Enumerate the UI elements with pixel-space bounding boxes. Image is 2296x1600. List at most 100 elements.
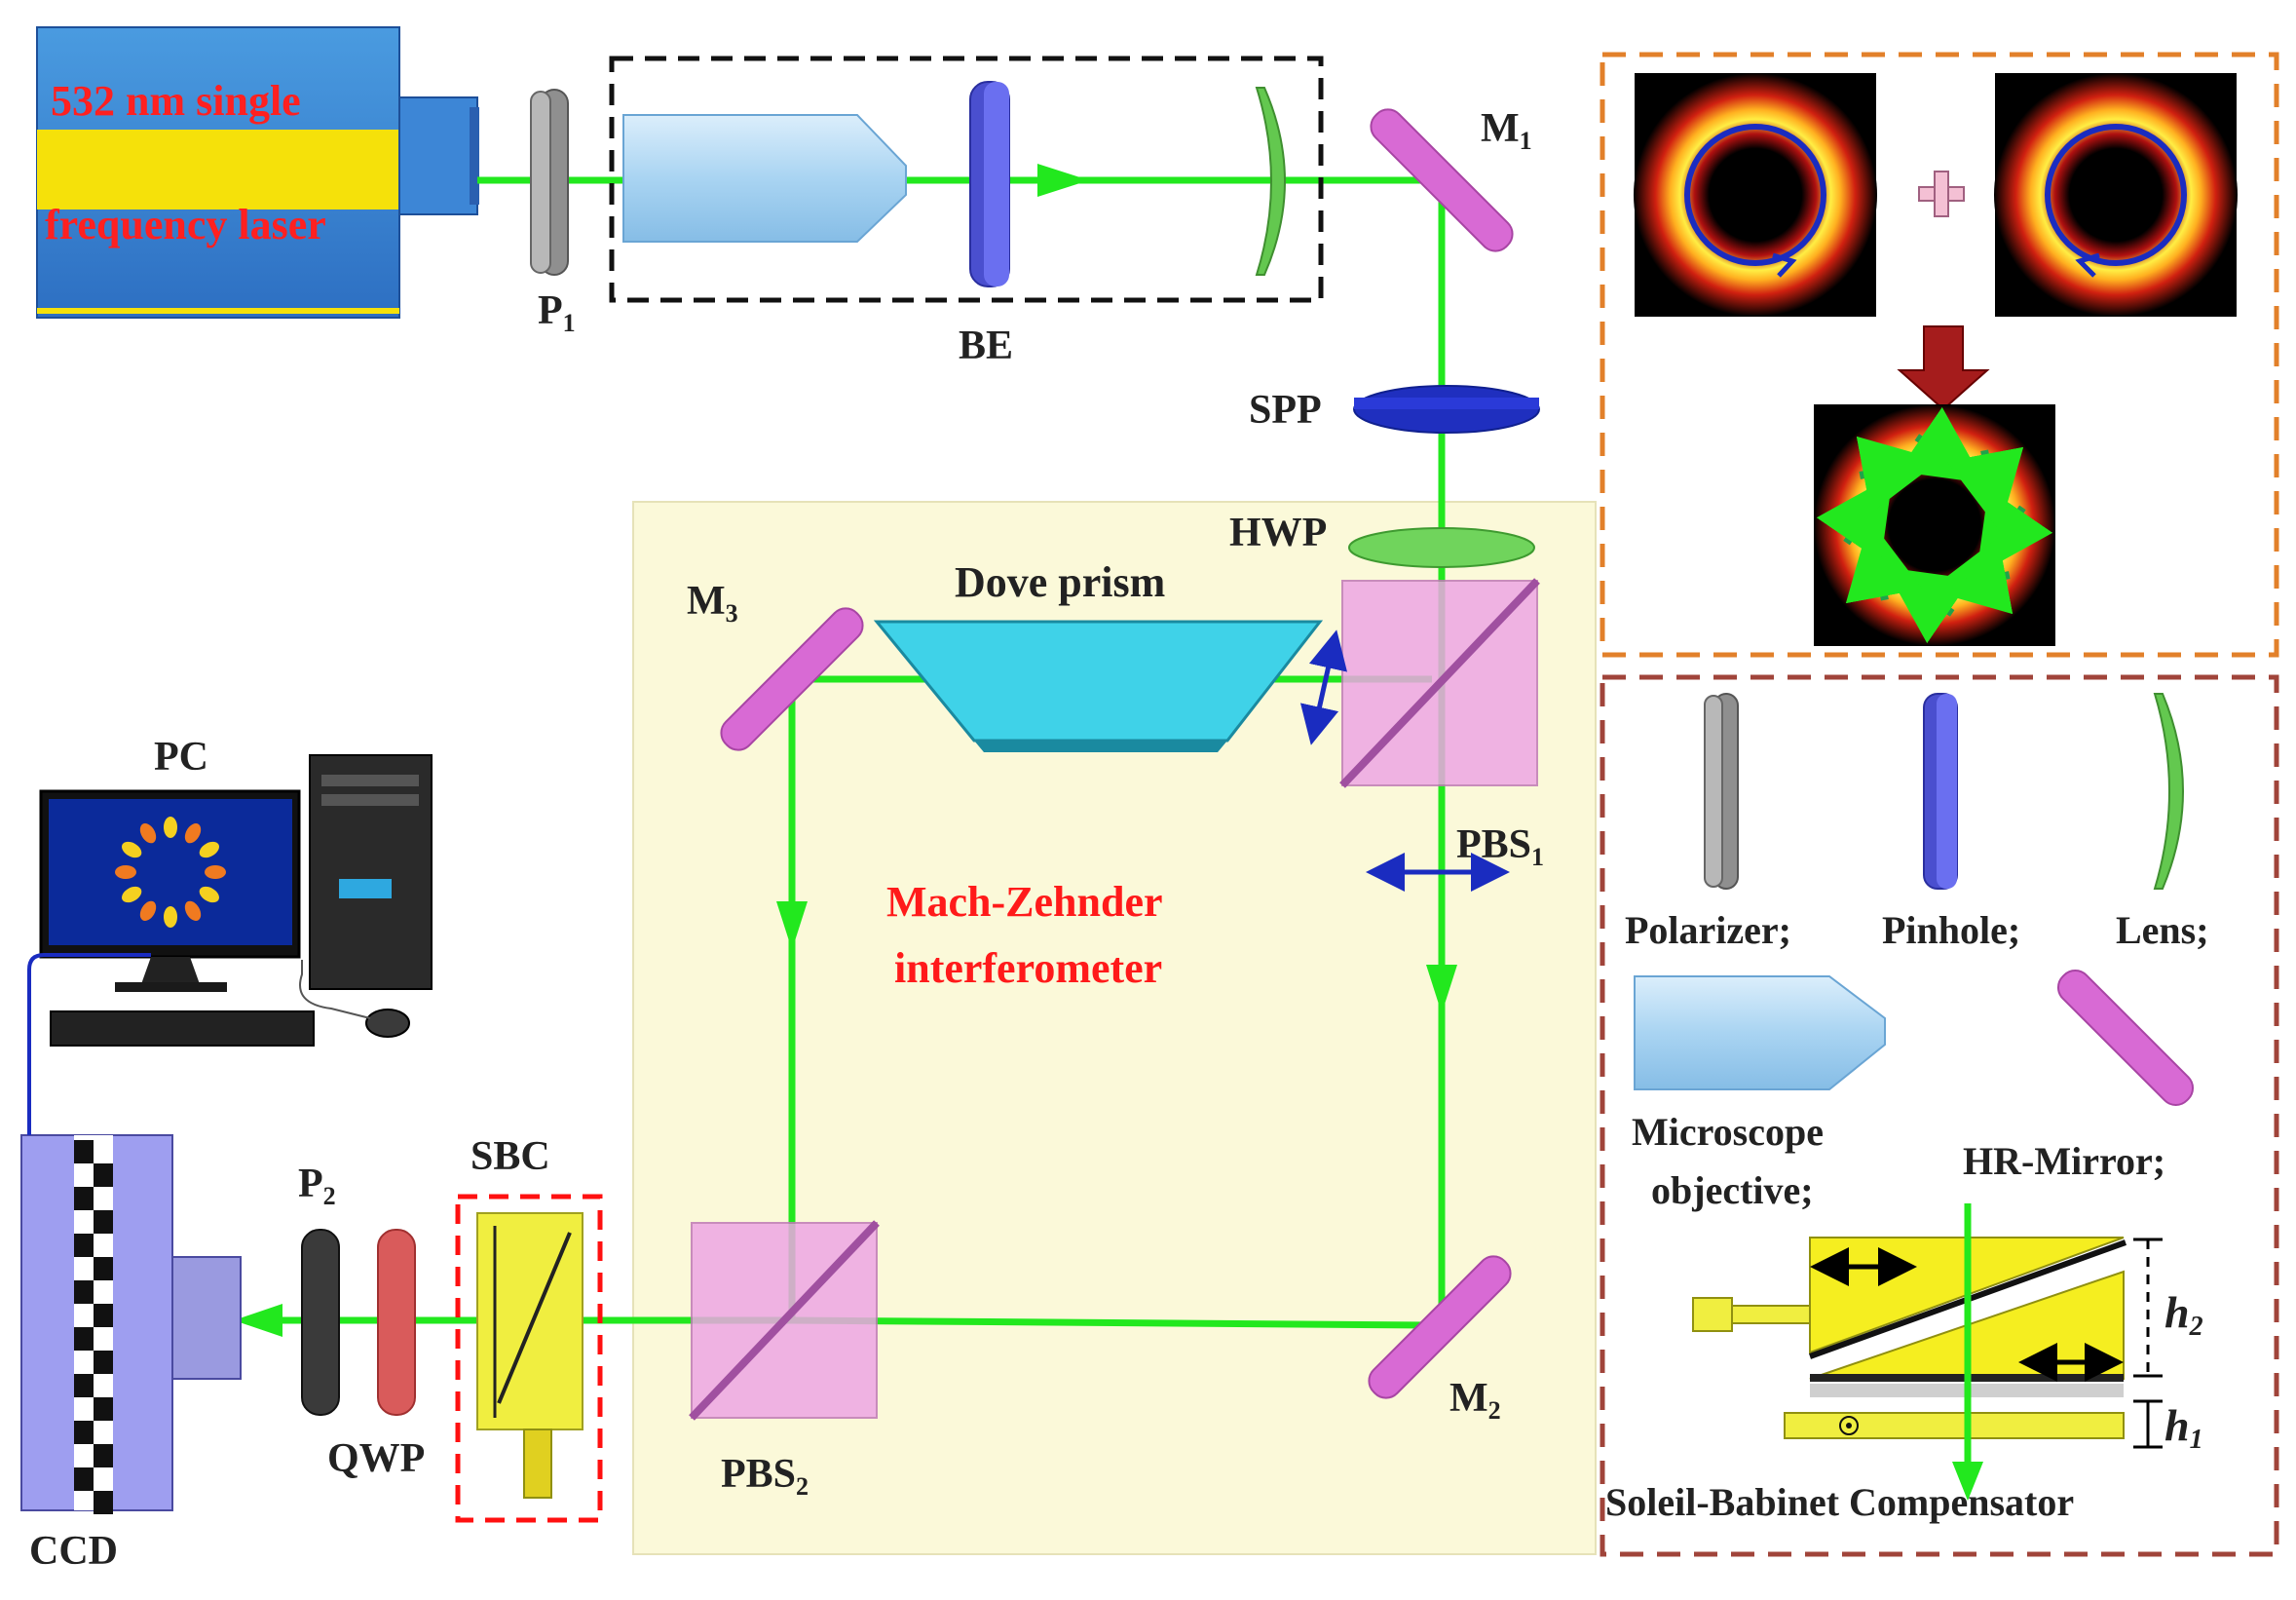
- down-arrow-icon: [1897, 325, 1990, 411]
- legend-microscope-line1: Microscope: [1632, 1110, 1824, 1154]
- pc-petal: [122, 886, 142, 903]
- legend-pinhole-icon: [1923, 693, 1958, 890]
- m2-label: M2: [1449, 1376, 1501, 1425]
- p1-label: P1: [538, 288, 576, 337]
- ccd-checker-square: [74, 1234, 94, 1257]
- ccd-checker-square: [74, 1140, 94, 1163]
- polarization-vector-arrow: [1856, 436, 1940, 514]
- quarter-wave-plate: [377, 1229, 416, 1416]
- legend-h2-label: h2: [2164, 1287, 2203, 1342]
- laser-label-line1: 532 nm single: [51, 77, 301, 125]
- beam-expander-box: [609, 56, 1324, 303]
- vortex-beam-left: [1634, 73, 1877, 317]
- microscope-objective: [622, 114, 907, 243]
- be-label: BE: [959, 324, 1013, 368]
- ccd-checker-square: [94, 1163, 113, 1187]
- vector-beam-output: [1814, 404, 2055, 646]
- legend-mirror-icon: [2056, 969, 2195, 1107]
- sbc-label: SBC: [470, 1134, 550, 1179]
- lens-be: [1255, 87, 1286, 276]
- ccd-label: CCD: [29, 1529, 118, 1574]
- m1-label: M1: [1481, 106, 1532, 155]
- polarization-vector-arrow: [1929, 537, 2014, 615]
- pc-petal: [199, 886, 219, 903]
- dove-prism-base: [974, 741, 1227, 752]
- dove-label: Dove prism: [955, 558, 1165, 606]
- polarization-vector-arrow: [1816, 475, 1894, 562]
- pbs2-cube: [689, 1220, 880, 1421]
- polarization-vector-arrow: [1946, 446, 2024, 531]
- half-wave-plate: [1348, 527, 1535, 568]
- pc-petal: [184, 823, 202, 844]
- pc-petal: [184, 900, 202, 921]
- spp-highlight: [1354, 398, 1539, 409]
- mz-label-line1: Mach-Zehnder: [886, 878, 1163, 926]
- pc-petal: [122, 841, 142, 858]
- polarization-arrow-diagonal: [1299, 629, 1348, 745]
- vortex-beam-right: [1994, 73, 2238, 317]
- legend-pinhole-label: Pinhole;: [1882, 908, 2020, 952]
- mirror-m2: [1368, 1255, 1512, 1399]
- pc-petal: [205, 865, 226, 879]
- beam-arrow-output: [234, 1304, 282, 1337]
- polarizer-p1: [530, 89, 569, 276]
- pc-petal: [115, 865, 136, 879]
- beam-arrow-left-arm: [776, 901, 808, 950]
- legend-mirror-label: HR-Mirror;: [1963, 1139, 2165, 1183]
- legend-h1-label: h1: [2164, 1400, 2203, 1455]
- pinhole: [969, 81, 1010, 287]
- ccd-checker-square: [74, 1187, 94, 1210]
- legend-lens-label: Lens;: [2116, 908, 2209, 952]
- legend-box: [1600, 674, 2279, 1557]
- legend-microscope-line2: objective;: [1651, 1168, 1814, 1212]
- legend-lens-icon: [2153, 693, 2184, 890]
- sbc-compensator: [476, 1212, 583, 1499]
- polarization-vector-arrow: [1845, 519, 1923, 604]
- inset-box: [1600, 52, 2279, 658]
- mz-label-line2: interferometer: [894, 944, 1162, 992]
- pc-petal: [139, 900, 157, 921]
- polarization-vector-arrow: [1884, 566, 1972, 644]
- pc-label: PC: [154, 735, 208, 780]
- hwp-label: HWP: [1229, 511, 1327, 555]
- legend-polarizer-label: Polarizer;: [1625, 908, 1791, 952]
- laser-source: 532 nm single frequency laser: [36, 26, 479, 319]
- spp-label: SPP: [1249, 388, 1322, 433]
- polarizer-p2: [301, 1229, 340, 1416]
- pbs1-cube: [1339, 578, 1540, 788]
- ccd-checker-square: [74, 1421, 94, 1444]
- ccd-checker-square: [74, 1374, 94, 1397]
- pc-petal: [199, 841, 219, 858]
- legend-microscope-icon: [1634, 975, 1886, 1090]
- ccd-checker-square: [94, 1491, 113, 1514]
- ccd-checker-square: [74, 1327, 94, 1351]
- p2-label: P2: [298, 1162, 336, 1210]
- ccd-checker-square: [94, 1351, 113, 1374]
- m3-label: M3: [687, 579, 738, 628]
- polarization-vector-arrows: [1816, 406, 2053, 644]
- ccd-checker-square: [94, 1304, 113, 1327]
- pbs2-label: PBS2: [721, 1452, 809, 1501]
- pc-petal: [164, 817, 177, 838]
- ccd-checker-square: [94, 1257, 113, 1280]
- sbc-box: [455, 1194, 603, 1523]
- polarization-vector-arrow: [1898, 406, 1985, 484]
- ccd-camera: [20, 1134, 242, 1511]
- ccd-checker-square: [94, 1444, 113, 1467]
- pbs1-label: PBS1: [1456, 822, 1544, 871]
- mirror-m1: [1370, 108, 1514, 252]
- pc-petal: [164, 906, 177, 928]
- ccd-checker-square: [94, 1210, 113, 1234]
- laser-label-line2: frequency laser: [45, 201, 326, 248]
- pc-screen-petal-pattern: [115, 817, 226, 928]
- legend-sbc-diagram: [1692, 1203, 2163, 1501]
- plus-icon: [1918, 171, 1965, 217]
- legend-sbc-label: Soleil-Babinet Compensator: [1605, 1480, 2074, 1524]
- qwp-label: QWP: [327, 1436, 425, 1481]
- ccd-checker-square: [74, 1467, 94, 1491]
- beam-arrow-right-arm: [1426, 965, 1457, 1013]
- ccd-checker-square: [94, 1397, 113, 1421]
- ccd-checker-pattern: [74, 1140, 113, 1514]
